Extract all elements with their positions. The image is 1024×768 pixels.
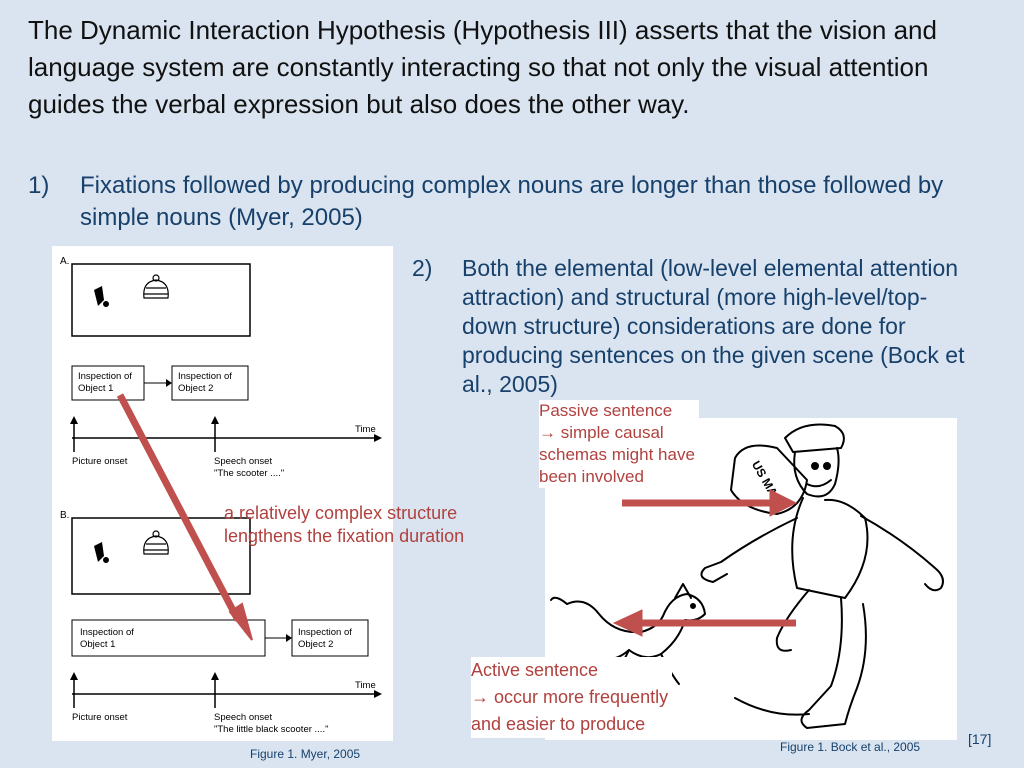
panel-a-scene <box>71 263 251 337</box>
panel-b-speech-onset: Speech onset <box>214 712 272 723</box>
panel-a-obj2-label: Inspection of <box>178 371 232 382</box>
mailman-leg-front <box>800 597 867 729</box>
passive-note-line-1: Passive sentence <box>539 401 673 420</box>
point-2-number: 2) <box>412 255 433 281</box>
mailman-body <box>791 497 869 599</box>
passive-sentence-note: Passive sentence → simple causal schemas… <box>539 400 699 488</box>
bock-figure-caption: Figure 1. Bock et al., 2005 <box>780 740 921 754</box>
myer-figure: A. Inspection of Object 1 Inspection of … <box>52 246 393 741</box>
point-2-text: Both the elemental (low-level elemental … <box>462 255 965 397</box>
panel-b-quote: "The little black scooter ...." <box>214 724 328 735</box>
scooter-icon <box>94 542 109 563</box>
panel-b-label: B. <box>60 510 69 521</box>
panel-a-time-label: Time <box>355 424 376 435</box>
panel-a-speech-onset: Speech onset <box>214 456 272 467</box>
point-1: 1) Fixations followed by producing compl… <box>28 170 988 234</box>
passive-note-line-2: → simple causal <box>539 423 664 442</box>
intro-paragraph: The Dynamic Interaction Hypothesis (Hypo… <box>28 15 937 119</box>
panel-b-obj1-box <box>71 619 266 657</box>
svg-text:Object 2: Object 2 <box>298 639 333 650</box>
active-note-line-2: → occur more frequently <box>471 687 669 707</box>
svg-text:Object 1: Object 1 <box>78 383 113 394</box>
passive-note-line-3: schemas might have <box>539 445 695 464</box>
panel-b-obj2-box <box>291 619 369 657</box>
dog-body <box>566 593 706 660</box>
dog-tail <box>550 596 568 605</box>
panel-b-obj1-label: Inspection of <box>80 627 134 638</box>
mail-bag-label: US MAIL <box>749 458 786 508</box>
myer-figure-caption: Figure 1. Myer, 2005 <box>250 747 361 761</box>
mailman-leg-back <box>775 589 810 652</box>
point-2: 2) Both the elemental (low-level element… <box>412 254 972 399</box>
myer-figure-diagram: A. Inspection of Object 1 Inspection of … <box>60 256 382 735</box>
reference-number: [17] <box>968 731 992 747</box>
mailman-arm-right <box>860 515 944 592</box>
panel-a-picture-onset: Picture onset <box>72 456 128 467</box>
hat-icon <box>143 274 169 299</box>
complex-structure-note: a relatively complex structure lengthens… <box>224 502 464 548</box>
scooter-icon <box>94 286 109 307</box>
active-note-line-1: Active sentence <box>471 660 599 680</box>
panel-a-quote: "The scooter ...." <box>214 468 284 479</box>
panel-a-label: A. <box>60 256 69 267</box>
complex-note-line-1: a relatively complex structure <box>224 503 458 523</box>
active-note-line-3: and easier to produce <box>471 714 646 734</box>
svg-text:Object 2: Object 2 <box>178 383 213 394</box>
mailman-head <box>793 447 840 498</box>
active-sentence-note: Active sentence → occur more frequently … <box>471 657 673 738</box>
point-1-text: Fixations followed by producing complex … <box>80 172 944 231</box>
point-1-number: 1) <box>28 172 50 199</box>
svg-text:Object 1: Object 1 <box>80 639 115 650</box>
mailman-cap <box>784 423 845 453</box>
panel-b-picture-onset: Picture onset <box>72 712 128 723</box>
panel-a-obj1-label: Inspection of <box>78 371 132 382</box>
hat-icon <box>143 530 169 555</box>
passive-note-line-4: been involved <box>539 467 644 486</box>
dog-ears <box>674 583 692 599</box>
mailman-arm-left <box>700 517 798 583</box>
panel-b-obj2-label: Inspection of <box>298 627 352 638</box>
panel-b-time-label: Time <box>355 680 376 691</box>
complex-note-line-2: lengthens the fixation duration <box>224 526 465 546</box>
